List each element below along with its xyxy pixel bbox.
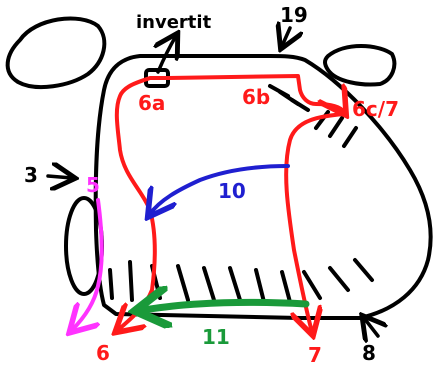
arrow-8 <box>364 318 378 336</box>
label-3: 3 <box>24 163 38 187</box>
label-6a: 6a <box>138 91 165 115</box>
left-ear-blob <box>8 18 105 87</box>
arrow-19 <box>282 28 290 46</box>
label-6: 6 <box>96 341 110 365</box>
label-5: 5 <box>86 173 100 197</box>
red-route-right-descent <box>286 114 344 332</box>
label-6b: 6b <box>242 85 270 109</box>
label-19: 19 <box>280 3 308 27</box>
green-route <box>142 303 306 311</box>
right-ear-blob <box>325 46 394 84</box>
label-invertit: invertit <box>136 12 212 33</box>
label-11: 11 <box>202 325 230 349</box>
arrow-3 <box>48 176 72 178</box>
label-6c-7: 6c/7 <box>352 97 399 121</box>
label-10: 10 <box>218 179 246 203</box>
label-8: 8 <box>362 341 376 365</box>
label-7: 7 <box>308 343 322 367</box>
